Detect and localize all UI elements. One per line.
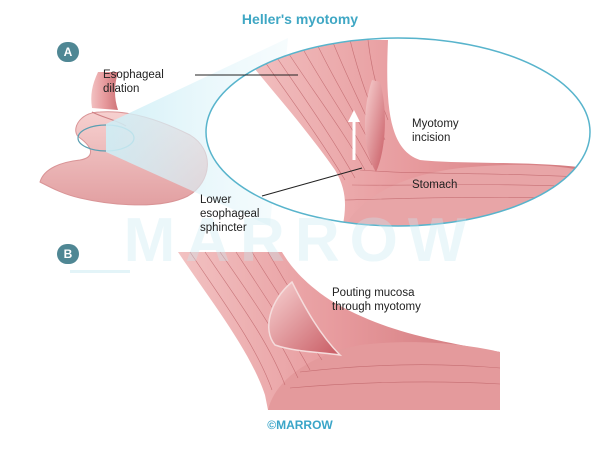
- diagram-title: Heller's myotomy: [241, 11, 359, 27]
- watermark: MARROW: [123, 206, 477, 275]
- watermark-bar: [70, 270, 130, 273]
- label-line: Myotomy: [412, 118, 459, 130]
- copyright-text: ©MARROW: [267, 418, 333, 432]
- label-line: Lower: [200, 194, 232, 206]
- panel-b-illustration: [178, 251, 501, 410]
- label-line: dilation: [103, 83, 140, 95]
- label-stomach: Stomach: [412, 179, 458, 191]
- label-pouting-mucosa: Pouting mucosa through myotomy: [332, 286, 421, 314]
- label-line: through myotomy: [332, 301, 421, 313]
- panel-a-badge: A: [57, 42, 79, 62]
- label-line: Pouting mucosa: [332, 287, 415, 299]
- panel-b-badge: B: [57, 244, 79, 264]
- label-lower-esophageal-sphincter: Lower esophageal sphincter: [200, 193, 259, 235]
- label-esophageal-dilation: Esophageal dilation: [103, 68, 164, 96]
- label-line: esophageal: [200, 208, 260, 220]
- label-line: sphincter: [200, 222, 247, 234]
- label-line: Esophageal: [103, 69, 164, 81]
- leader-lines: [195, 74, 363, 197]
- label-myotomy-incision: Myotomy incision: [412, 117, 459, 145]
- label-line: incision: [412, 132, 451, 144]
- callout-circle: [205, 37, 591, 227]
